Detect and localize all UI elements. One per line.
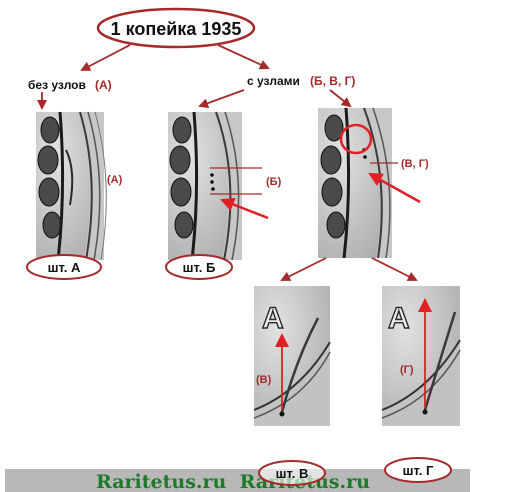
coin-letter-v: А: [262, 302, 284, 335]
red-arrow-vg: [368, 172, 421, 204]
annotation-g: (Г): [400, 364, 414, 376]
coin-image-b: [168, 111, 242, 261]
coin-letter-g: А: [388, 302, 410, 335]
arrow-to-coin-vg: [329, 89, 352, 108]
arrow-title-right: [217, 44, 270, 70]
watermark-banner: [5, 469, 470, 492]
die-label-ellipse-v: [258, 460, 326, 486]
watermark-text: Raritetus.ru Raritetus.ru: [96, 471, 370, 492]
branch-left-code: (А): [95, 78, 112, 92]
annotation-a: (А): [107, 174, 123, 186]
arrow-title-left: [80, 44, 131, 71]
die-label-a: шт. А: [48, 260, 81, 275]
title: 1 копейка 1935: [111, 19, 242, 39]
coin-image-vg: [318, 107, 392, 259]
highlight-circle-vg: [339, 123, 373, 155]
red-arrow-b: [220, 197, 269, 220]
arrow-to-coin-b: [198, 89, 245, 108]
die-label-ellipse-g: [384, 457, 452, 483]
die-label-b: шт. Б: [183, 260, 216, 275]
arrow-to-coin-v: [280, 257, 327, 281]
branch-left-text: без узлов: [28, 78, 86, 92]
branch-right-text: с узлами: [247, 74, 300, 88]
annotation-b: (Б): [266, 176, 282, 188]
die-label-v: шт. В: [276, 466, 309, 481]
coin-image-g: [381, 286, 461, 426]
annotation-v: (В): [256, 374, 272, 386]
coin-image-a: [36, 111, 107, 261]
coin-image-v: [253, 286, 331, 426]
die-label-ellipse-a: [26, 254, 102, 280]
die-label-ellipse-b: [165, 254, 233, 280]
die-label-g: шт. Г: [403, 463, 434, 478]
branch-right-code: (Б, В, Г): [310, 74, 355, 88]
title-ellipse: [96, 7, 256, 49]
annotation-vg: (В, Г): [401, 158, 429, 170]
arrow-to-coin-g: [371, 257, 418, 281]
